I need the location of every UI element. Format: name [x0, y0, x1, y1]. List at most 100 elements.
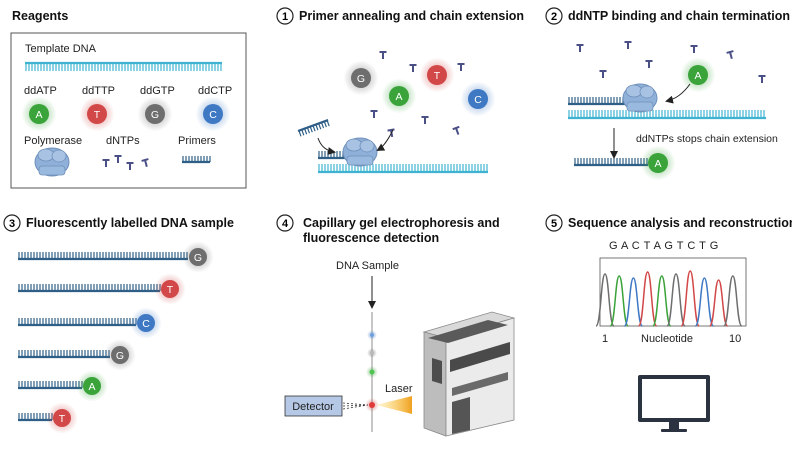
laser-beam [376, 396, 412, 414]
step-1-dna [297, 119, 488, 174]
svg-text:T: T [434, 70, 441, 82]
ddatp-icon: A [381, 78, 417, 114]
dntp-icon [599, 70, 607, 78]
ddctp-icon: C [460, 81, 496, 117]
peak-a [652, 275, 672, 327]
dntp-icon [576, 44, 584, 52]
step-1-number: 1 [276, 7, 294, 25]
capillary-tube [365, 312, 379, 432]
dntp-icon [690, 45, 698, 53]
peak-c [623, 277, 644, 327]
ddttp-label: ddTTP [82, 85, 115, 97]
step-2-note: ddNTPs stops chain extension [636, 133, 778, 145]
svg-text:A: A [35, 109, 42, 121]
template-dna-strand [25, 61, 222, 71]
dntp-icon [726, 50, 734, 60]
svg-text:A: A [395, 91, 402, 103]
primer-icon [182, 156, 211, 164]
step-2-polymerase-icon [622, 83, 658, 113]
ddntp-labels: ddATP ddTTP ddGTP ddCTP [24, 85, 232, 97]
svg-text:C: C [209, 109, 217, 121]
svg-text:2: 2 [551, 11, 557, 23]
chromatogram-peaks [595, 270, 743, 327]
dntp-icon [379, 51, 387, 59]
chromatogram-frame [599, 257, 747, 327]
peak-g [595, 273, 615, 327]
step-1-arrow-right [376, 129, 394, 151]
dntp-icon [409, 64, 417, 72]
dntp-icon [758, 75, 766, 83]
dntp-icon [421, 116, 429, 124]
dntp-icon [452, 125, 460, 135]
ddatp-label: ddATP [24, 85, 57, 97]
step-1-ddntps: G T A C [343, 57, 496, 117]
dntp-icon [114, 155, 122, 163]
step-2-title: ddNTP binding and chain termination [568, 9, 790, 23]
axis-end-label: 10 [729, 333, 741, 345]
ddctp-label: ddCTP [198, 85, 232, 97]
svg-text:5: 5 [551, 218, 557, 230]
svg-text:A: A [694, 70, 701, 82]
dntp-icon [141, 158, 149, 168]
svg-text:1: 1 [282, 11, 288, 23]
fragment-t-icon: T [154, 273, 186, 305]
dntp-icon [126, 162, 134, 170]
svg-text:3: 3 [9, 218, 15, 230]
fragment-g-icon: G [182, 241, 214, 273]
template-dna-label: Template DNA [25, 43, 97, 55]
detector-box: Detector [284, 395, 343, 417]
step-1-polymerase-icon [342, 137, 378, 167]
peak-t [637, 271, 658, 327]
svg-text:T: T [59, 413, 66, 425]
dntp-icon [457, 63, 465, 71]
svg-text:G: G [151, 109, 159, 121]
axis-label: Nucleotide [641, 333, 693, 345]
ddgtp-icon: G [343, 60, 379, 96]
sequencer-machine-icon [422, 311, 516, 437]
svg-text:G: G [116, 350, 124, 362]
step-1-dntps [370, 51, 465, 138]
svg-text:T: T [94, 109, 101, 121]
svg-text:C: C [142, 318, 150, 330]
dntp-icon [624, 41, 632, 49]
svg-text:T: T [167, 284, 174, 296]
reagents-title: Reagents [12, 9, 68, 23]
step-3-title: Fluorescently labelled DNA sample [26, 216, 234, 230]
sequence-readout: G A C T A G T C T G [609, 240, 719, 252]
fragment-g-icon: G [104, 339, 136, 371]
dntp-icon [102, 159, 110, 167]
ddatp-terminated-icon: A [640, 145, 676, 181]
step-1-title: Primer annealing and chain extension [299, 9, 524, 23]
peak-g [666, 273, 686, 327]
svg-text:Detector: Detector [292, 401, 334, 413]
peak-c [694, 277, 715, 327]
svg-text:G: G [357, 73, 365, 85]
svg-text:G: G [194, 252, 202, 264]
fragment-c-icon: C [130, 307, 162, 339]
svg-text:4: 4 [282, 218, 289, 230]
step-4-number: 4 [276, 214, 294, 232]
peak-t [708, 279, 729, 327]
svg-text:C: C [474, 94, 482, 106]
ddctp-icon: C [195, 96, 231, 132]
fragment-a-icon: A [76, 370, 108, 402]
peak-a [609, 275, 629, 327]
ddgtp-label: ddGTP [140, 85, 175, 97]
step-5-title: Sequence analysis and reconstruction [568, 216, 792, 230]
computer-monitor-icon [638, 375, 710, 432]
reagents-box [10, 32, 247, 189]
step-4-title-line-1: Capillary gel electrophoresis and [303, 216, 500, 230]
primers-label: Primers [178, 135, 216, 147]
laser-label: Laser [385, 383, 413, 395]
step-2-arrow-curve [665, 83, 691, 104]
step-1-arrow-left [317, 137, 336, 155]
dntp-icon [370, 110, 378, 118]
peak-g [723, 275, 743, 327]
step-2-dntps [576, 41, 766, 83]
step-5-number: 5 [545, 214, 563, 232]
svg-text:A: A [654, 158, 661, 170]
dntp-icons [102, 155, 149, 170]
ddttp-icon: T [419, 57, 455, 93]
ddgtp-icon: G [137, 96, 173, 132]
